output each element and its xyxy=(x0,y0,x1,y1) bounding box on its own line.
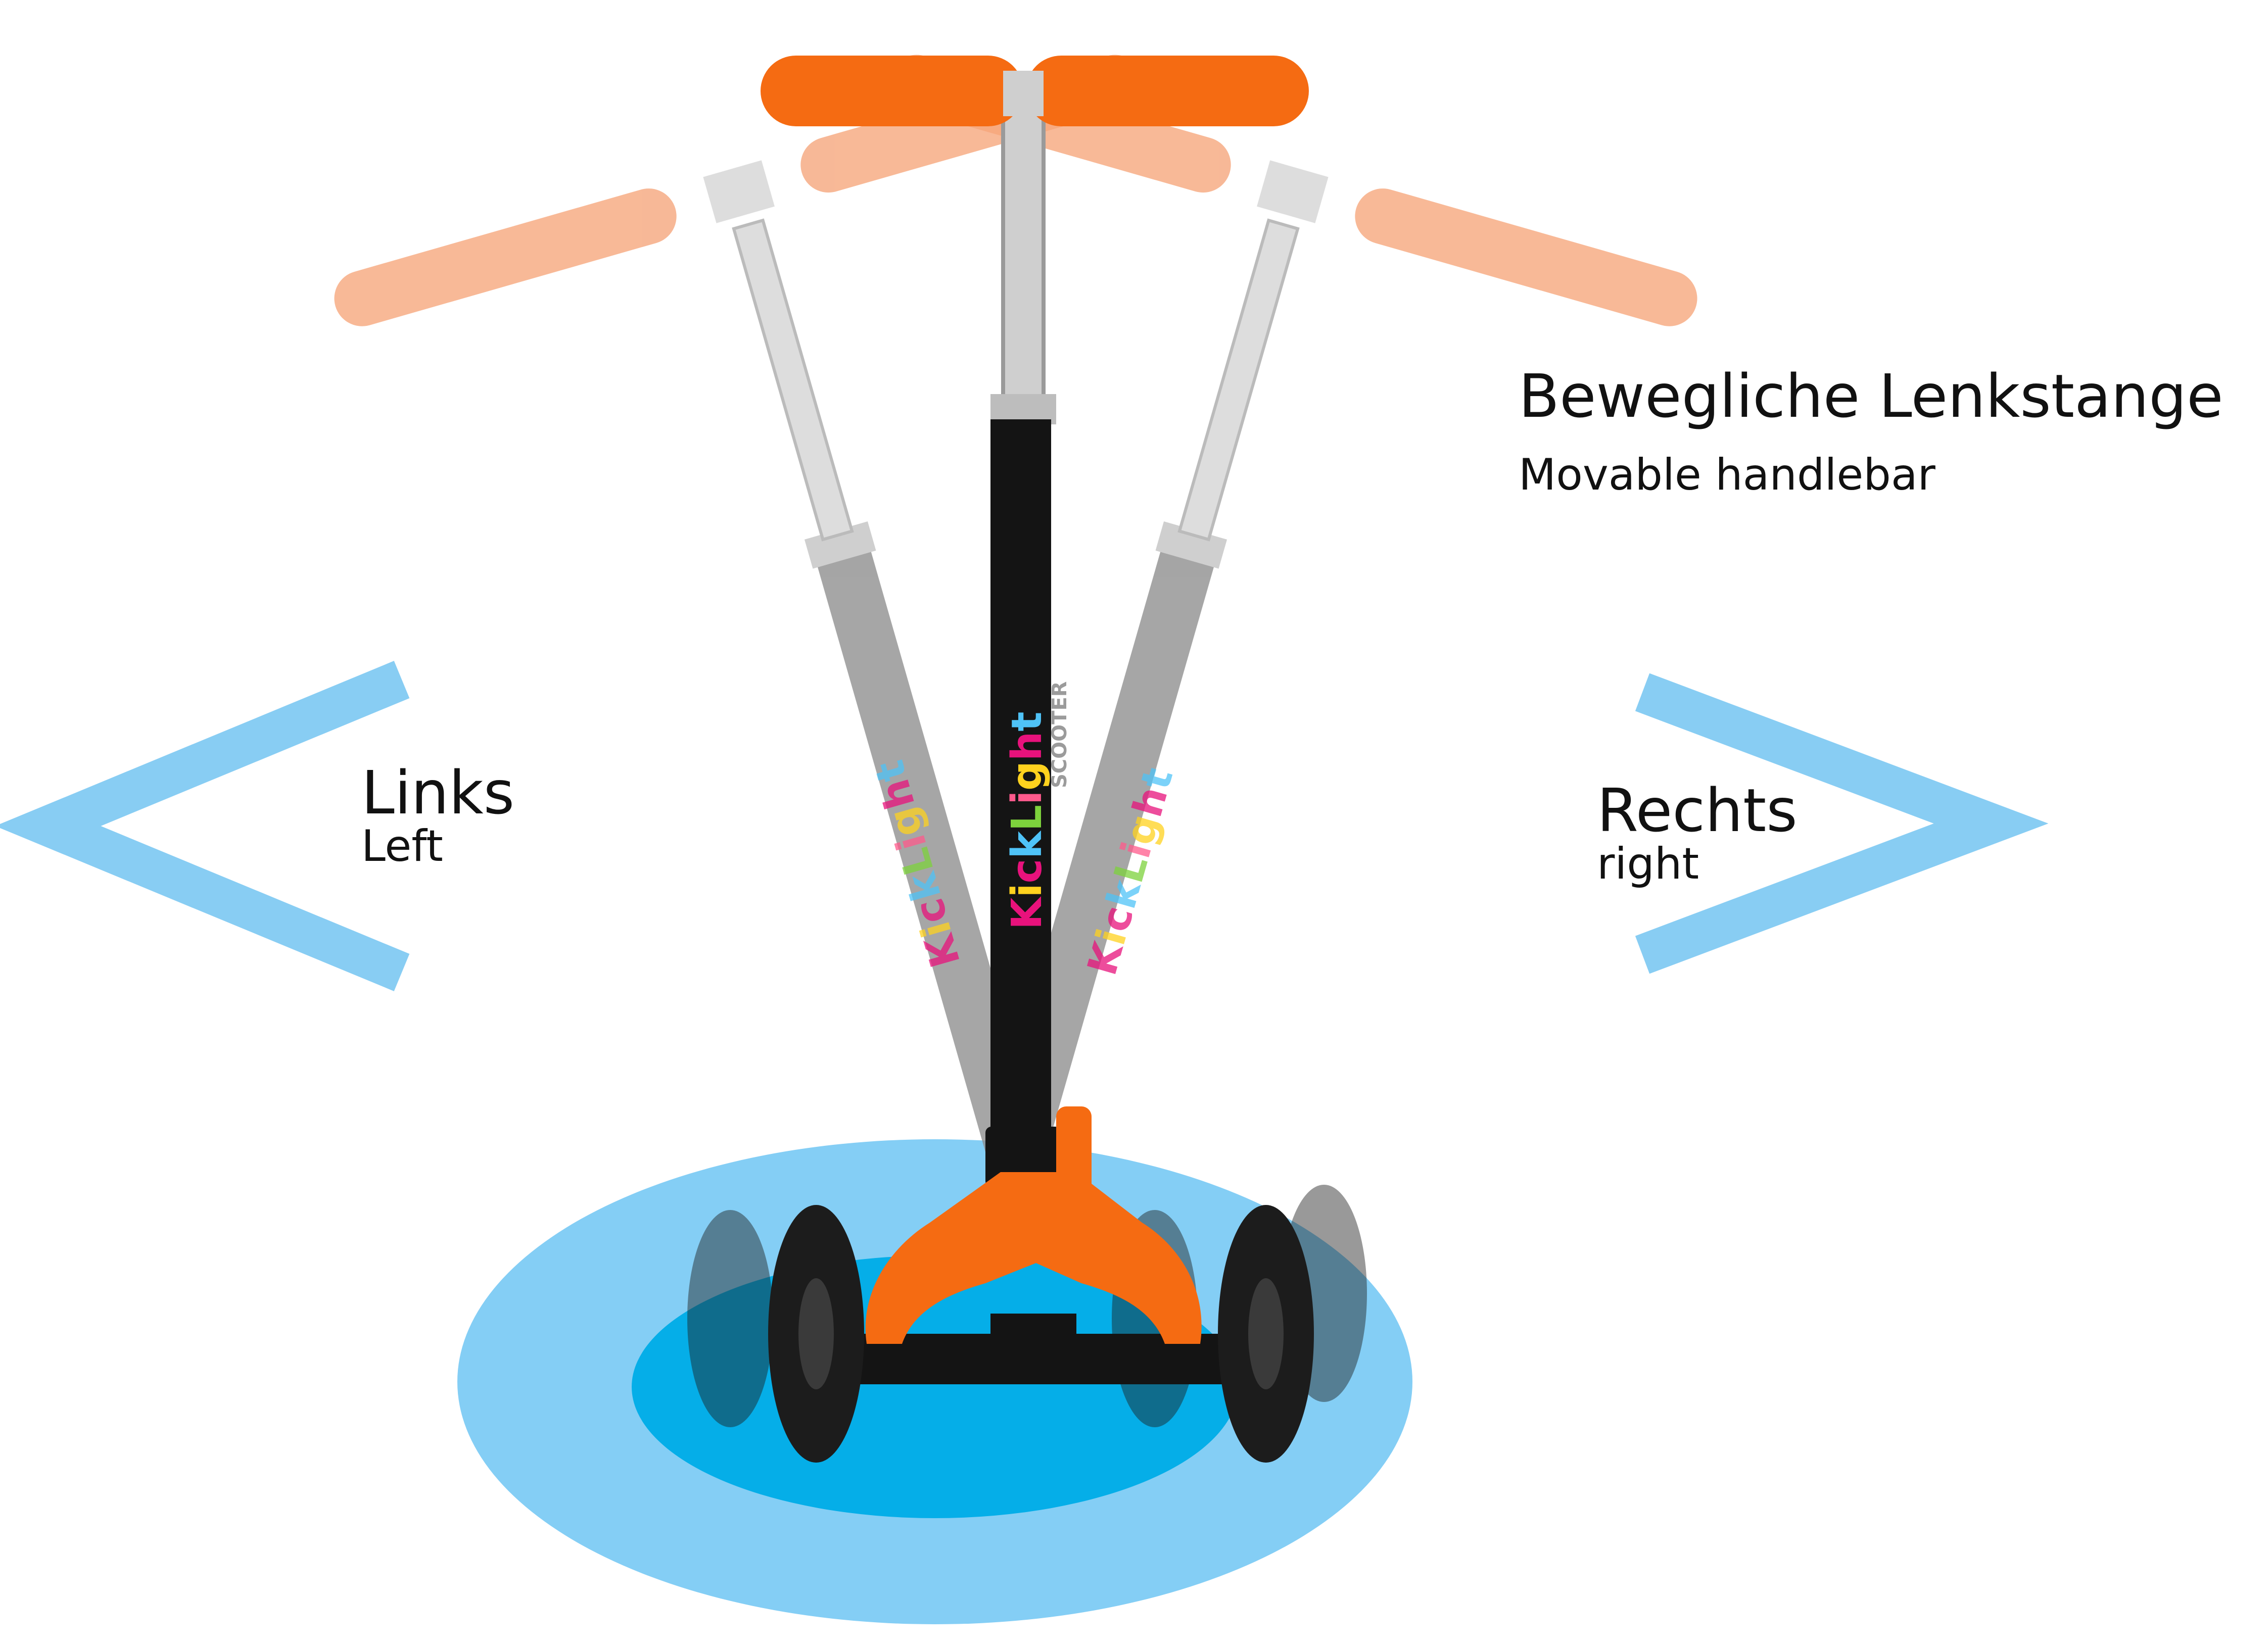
left-label-german: Links xyxy=(361,758,515,828)
brand-letter: k xyxy=(1003,830,1051,859)
left-chevron-icon xyxy=(0,661,410,991)
right-label-german: Rechts xyxy=(1597,776,1798,845)
brand-letter: i xyxy=(1003,883,1051,897)
scooter-text-main: SCOOTER xyxy=(1048,681,1071,788)
feature-title-german: Bewegliche Lenkstange xyxy=(1519,361,2224,431)
brand-text-ghost-right: KickLight xyxy=(1078,763,1182,980)
front-wheels xyxy=(768,1205,1314,1463)
right-label-english: right xyxy=(1597,839,1699,889)
right-chevron-icon xyxy=(1635,673,2049,974)
ghost-stem-left xyxy=(334,55,1143,1165)
handlebar xyxy=(761,56,1309,126)
brand-letter: g xyxy=(1003,761,1051,791)
left-label-english: Left xyxy=(361,821,443,871)
brand-letter: K xyxy=(1003,896,1051,930)
brand-letter: h xyxy=(1003,732,1051,761)
scooter-base xyxy=(834,1172,1238,1384)
brand-text-main: KickLight xyxy=(1003,712,1051,930)
brand-letter: c xyxy=(1003,859,1051,884)
feature-title-english: Movable handlebar xyxy=(1519,450,1935,500)
brand-letter: L xyxy=(1003,805,1051,831)
ghost-stem-right xyxy=(888,55,1697,1165)
brand-letter: i xyxy=(1003,791,1051,805)
brand-letter: t xyxy=(1003,712,1051,732)
